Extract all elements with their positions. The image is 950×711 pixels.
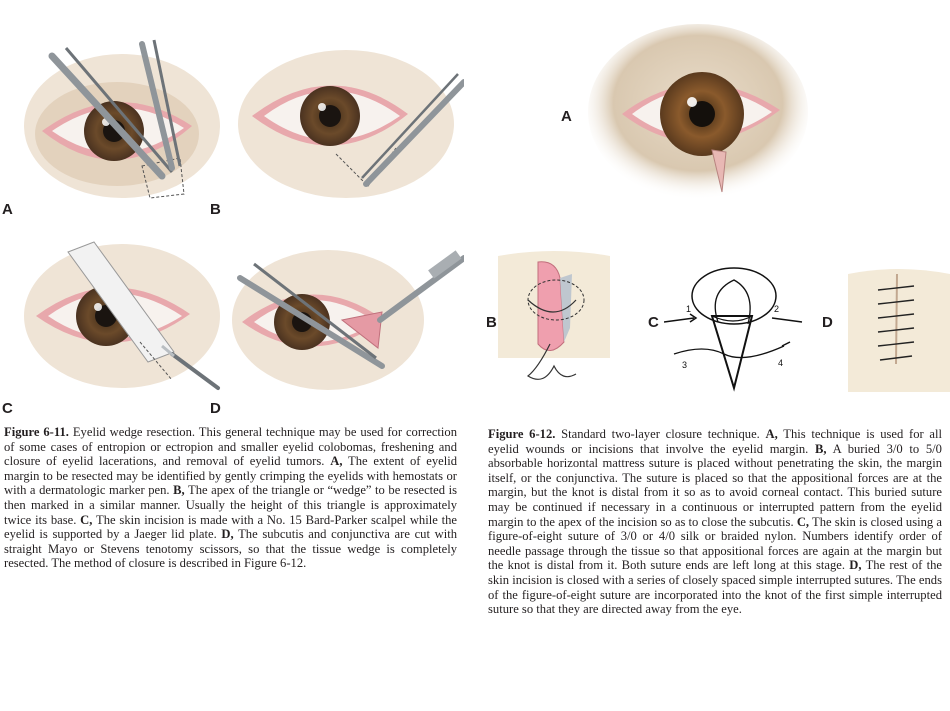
figure-6-12-caption-a-label: A, (765, 427, 778, 441)
figure-6-11-caption: Figure 6-11. Eyelid wedge resection. Thi… (4, 425, 457, 571)
figure-6-12-caption-lead: Standard two-layer closure technique. (561, 427, 760, 441)
figure-6-11-caption-b: The apex of the triangle or “wedge” to b… (4, 483, 458, 527)
fig-6-11-panel-d-label: D (210, 400, 221, 417)
fig-6-12-panel-a-illustration (588, 24, 808, 200)
figure-6-11-caption-title: Figure 6-11. (4, 425, 69, 439)
fig-6-12-panel-b-illustration (498, 251, 610, 380)
fig-6-12-panel-a-label: A (561, 108, 572, 125)
fig-6-11-panel-c-label: C (2, 400, 13, 417)
figure-6-11-caption-a: The extent of eyelid margin to be resect… (4, 454, 458, 498)
figure-6-12-caption-title: Figure 6-12. (488, 427, 556, 441)
figure-6-11-caption-d-label: D, (221, 527, 234, 542)
fig-6-11-panel-b-label: B (210, 201, 221, 218)
diagram-number-3: 3 (682, 360, 687, 370)
diagram-number-1: 1 (686, 304, 691, 314)
figure-6-11-caption-a-label: A, (330, 454, 343, 469)
figure-6-12-caption-c-label: C, (796, 514, 810, 529)
fig-6-12-panel-d-label: D (822, 314, 833, 331)
figure-6-11-caption-d: The subcutis and conjunctiva are cut wit… (4, 527, 458, 571)
figure-6-12-caption: Figure 6-12. Standard two-layer closure … (488, 427, 942, 617)
fig-6-12-panel-c-illustration: 1 2 3 4 (664, 267, 803, 392)
figure-6-12-caption-b-label: B, (815, 441, 827, 456)
fig-6-12-panel-c-label: C (648, 314, 659, 331)
figure-6-11-caption-c: The skin incision is made with a No. 15 … (4, 512, 458, 542)
diagram-number-4: 4 (778, 358, 783, 368)
fig-6-11-panel-a-illustration (24, 39, 220, 199)
figure-6-12-caption-a: This technique is used for all eyelid wo… (488, 427, 943, 456)
figure-6-12-caption-d: The rest of the skin incision is closed … (488, 558, 942, 617)
figure-6-12-caption-b: A buried 3/0 to 5/0 absorbable horizonta… (488, 441, 942, 529)
fig-6-11-panel-c-illustration (24, 241, 220, 390)
fig-6-12-panel-d-illustration (848, 269, 950, 392)
figure-6-11-caption-b-label: B, (173, 483, 185, 498)
diagram-number-2: 2 (774, 304, 779, 314)
figure-6-12-caption-c: The skin is closed using a figure-of-eig… (488, 514, 943, 573)
figure-6-11-caption-c-label: C, (80, 512, 93, 527)
fig-6-11-panel-a-label: A (2, 201, 13, 218)
fig-6-11-panel-d-illustration (232, 250, 464, 390)
figure-6-11-caption-lead: Eyelid wedge resection. This general tec… (4, 425, 458, 469)
figure-6-12-caption-d-label: D, (849, 558, 862, 573)
fig-6-12-panel-b-label: B (486, 314, 497, 331)
fig-6-11-panel-b-illustration (238, 50, 464, 198)
